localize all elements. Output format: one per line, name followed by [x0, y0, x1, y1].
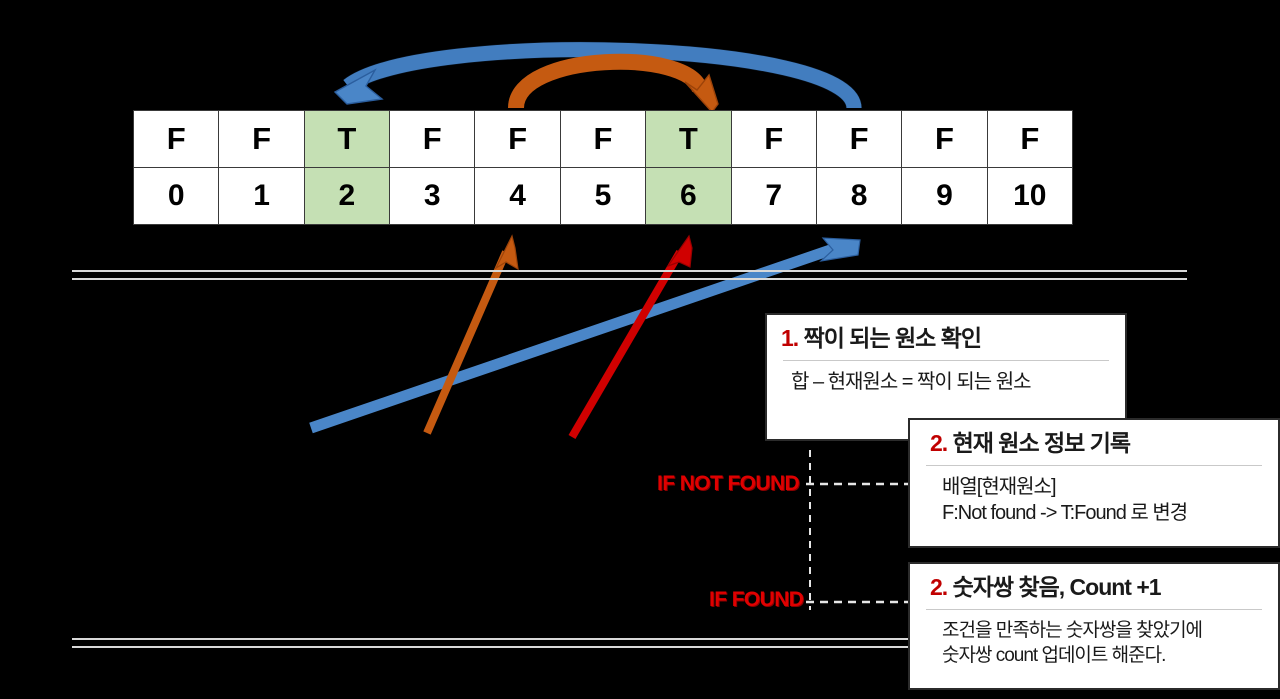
array-index-row: 0 1 2 3 4 5 6 7 8 9 10 — [132, 167, 1074, 225]
array-flag-cell[interactable]: F — [730, 110, 817, 168]
array-flag-cell[interactable]: F — [815, 110, 903, 168]
array-index-cell[interactable]: 2 — [303, 167, 391, 225]
callout-1-body-line: 합 – 현재원소 = 짝이 되는 원소 — [791, 370, 1032, 393]
array-index-cell[interactable]: 0 — [132, 167, 220, 225]
callout-step-3: 2. 숫자쌍 찾음, Count +1 조건을 만족하는 숫자쌍을 찾았기에 숫… — [908, 562, 1280, 690]
array-flag-cell[interactable]: F — [132, 110, 220, 168]
arc-orange-4-to-6 — [508, 53, 719, 114]
array-flags-row: F F T F F F T F F F F — [132, 110, 1074, 168]
dashed-connectors — [806, 450, 915, 610]
callout-2-body-line: 배열[현재원소] — [942, 475, 1057, 498]
label-if-found: IF FOUND — [709, 588, 804, 611]
callout-2-rule — [926, 464, 1262, 466]
callout-step-2: 2. 현재 원소 정보 기록 배열[현재원소] F:Not found -> T… — [908, 418, 1280, 548]
array-flag-cell[interactable]: F — [559, 110, 647, 168]
array-index-cell[interactable]: 7 — [730, 167, 817, 225]
array-table: F F T F F F T F F F F 0 1 2 3 4 5 6 7 — [132, 110, 1074, 225]
array-flag-cell[interactable]: F — [474, 110, 561, 168]
array-flag-cell[interactable]: F — [986, 110, 1074, 168]
array-flag-cell[interactable]: T — [303, 110, 391, 168]
callout-1-title-text: 짝이 되는 원소 확인 — [803, 325, 982, 351]
divider-bottom — [72, 638, 1187, 648]
callout-3-number: 2. — [930, 574, 948, 600]
callout-3-title-text: 숫자쌍 찾음, Count +1 — [952, 574, 1162, 600]
array-flag-cell[interactable]: T — [645, 110, 732, 168]
array-index-cell[interactable]: 5 — [559, 167, 647, 225]
callout-3-body-line: 숫자쌍 count 업데이트 해준다. — [942, 644, 1166, 666]
callout-1-number: 1. — [781, 325, 799, 351]
array-index-cell[interactable]: 1 — [218, 167, 305, 225]
array-flag-cell[interactable]: F — [218, 110, 305, 168]
diagonal-arrow-red — [568, 234, 693, 440]
callout-3-title: 2. 숫자쌍 찾음, Count +1 — [924, 574, 1264, 602]
callout-2-number: 2. — [930, 430, 948, 456]
divider-top — [72, 270, 1187, 280]
array-index-cell[interactable]: 9 — [901, 167, 988, 225]
array-index-cell[interactable]: 3 — [389, 167, 476, 225]
callout-2-title: 2. 현재 원소 정보 기록 — [924, 430, 1264, 458]
arc-blue-8-to-2 — [333, 41, 862, 110]
callout-3-body-line: 조건을 만족하는 숫자쌍을 찾았기에 — [942, 619, 1203, 641]
array-index-cell[interactable]: 8 — [815, 167, 903, 225]
array-flag-cell[interactable]: F — [389, 110, 476, 168]
array-flag-cell[interactable]: F — [901, 110, 988, 168]
callout-3-rule — [926, 608, 1262, 610]
callout-2-body-line: F:Not found -> T:Found 로 변경 — [942, 501, 1188, 524]
diagonal-arrow-orange — [423, 234, 519, 435]
callout-1-rule — [783, 359, 1109, 361]
label-if-not-found: IF NOT FOUND — [657, 472, 800, 495]
array-index-cell[interactable]: 6 — [645, 167, 732, 225]
array-index-cell[interactable]: 10 — [986, 167, 1074, 225]
callout-1-title: 1. 짝이 되는 원소 확인 — [781, 325, 1111, 353]
array-index-cell[interactable]: 4 — [474, 167, 561, 225]
callout-2-title-text: 현재 원소 정보 기록 — [952, 430, 1131, 456]
